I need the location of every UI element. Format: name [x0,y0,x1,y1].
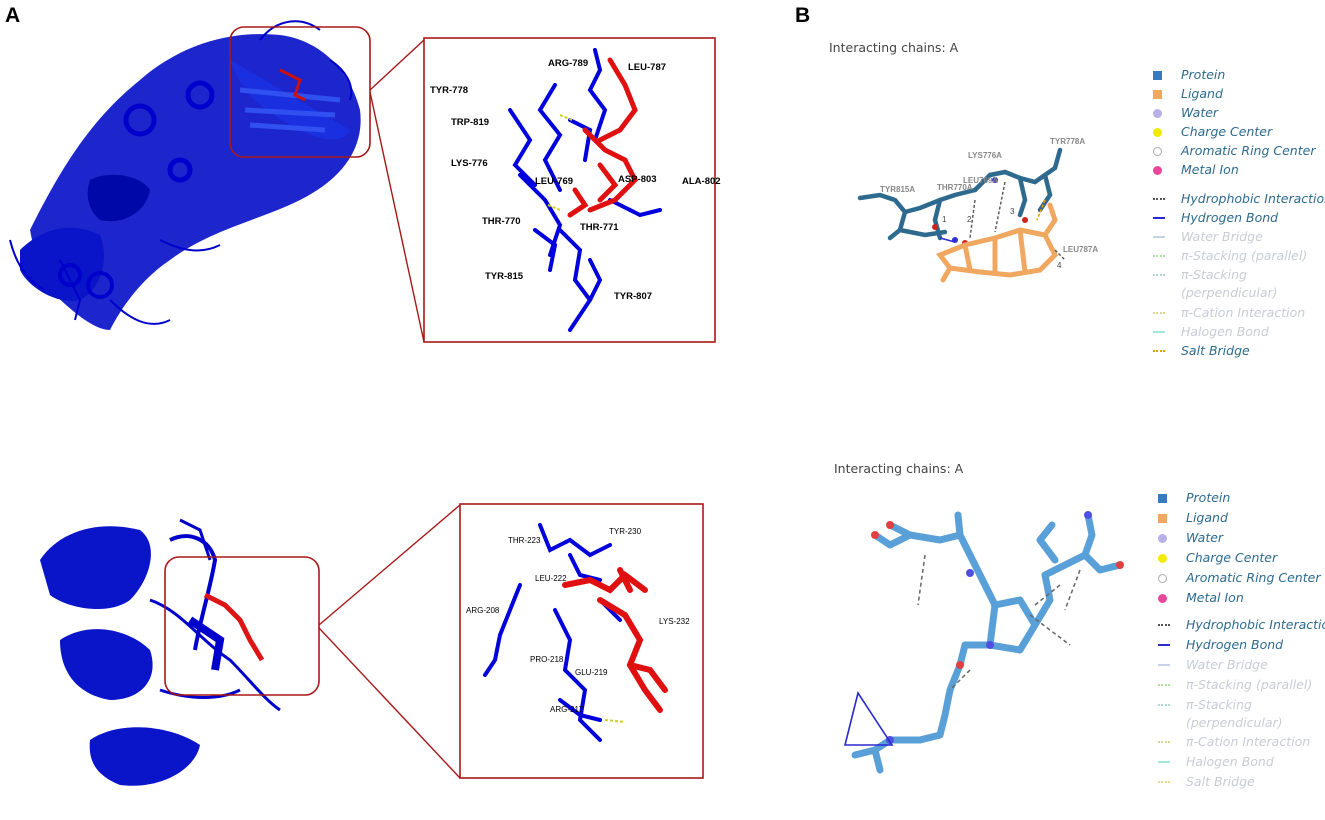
plip-top-distance-1: 1 [942,215,947,224]
top-zoom-residue-sticks [508,48,662,332]
residue-label-thr-771: THR-771 [580,222,619,233]
plip-top-residue-tyr778a: TYR778A [1050,137,1085,146]
residue-label-tyr-815: TYR-815 [485,271,524,282]
bottom-zoom-ligand-sticks [562,567,668,713]
plip-top-residue-lys776a: LYS776A [968,151,1002,160]
residue-label-glu-219: GLU-219 [575,668,608,677]
residue-label-tyr-778: TYR-778 [430,85,468,96]
plip-top-distance-2: 2 [967,215,972,224]
residue-label-tyr-807: TYR-807 [614,291,652,302]
residue-label-thr-223: THR-223 [508,536,541,545]
residue-label-ala-802: ALA-802 [682,176,721,187]
bottom-protein-ligand [203,592,265,662]
panel-label-a: A [5,4,21,27]
residue-label-arg-208: ARG-208 [466,606,500,615]
bottom-protein-cartoon [40,518,281,786]
residue-label-leu-222: LEU-222 [535,574,567,583]
plip-top-residue-leu787a: LEU787A [1063,245,1098,254]
residue-label-arg-217: ARG-217 [550,705,584,714]
plip-top-distance-3: 3 [1010,207,1015,216]
residue-label-asp-803: ASP-803 [618,174,657,185]
residue-label-leu-787: LEU-787 [628,62,666,73]
plip-bottom-legend: Protein Ligand Water Charge Center Aroma… [1158,489,1325,789]
bottom-zoom-box [459,503,704,779]
residue-label-thr-770: THR-770 [482,216,521,227]
plip-top-distance-4: 4 [1057,261,1062,270]
residue-label-trp-819: TRP-819 [451,117,489,128]
plip-top-chains-label: Interacting chains: A [829,40,959,55]
bottom-selection-box [164,556,320,696]
top-protein-cartoon [9,20,361,330]
plip-top-residue-leu769a: LEU769A [963,176,998,185]
residue-label-lys-232: LYS-232 [659,617,690,626]
plip-bottom-structure [843,511,1124,774]
plip-top-legend: Protein Ligand Water Charge Center Aroma… [1153,66,1325,366]
plip-top-structure: TYR815A THR770A LEU769A LYS776A TYR778A … [857,137,1098,283]
plip-top-residue-thr770a: THR770A [937,183,973,192]
residue-label-tyr-230: TYR-230 [609,527,642,536]
residue-label-arg-789: ARG-789 [548,58,588,69]
residue-label-lys-776: LYS-776 [451,158,488,169]
panel-a-figure: ARG-789 LEU-787 TYR-778 TRP-819 LYS-776 … [9,20,721,786]
residue-label-pro-218: PRO-218 [530,655,564,664]
top-protein-ligand [279,68,306,102]
plip-top-residue-tyr815a: TYR815A [880,185,915,194]
top-zoom-box [423,37,716,343]
plip-bottom-chains-label: Interacting chains: A [834,461,964,476]
residue-label-leu-769: LEU-769 [535,176,573,187]
top-zoom-ligand-sticks [567,57,639,218]
panel-label-b: B [795,4,811,27]
